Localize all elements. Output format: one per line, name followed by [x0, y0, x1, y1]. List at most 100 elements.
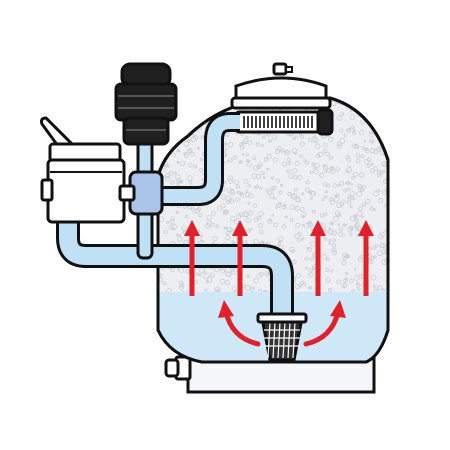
sand-grain [358, 274, 363, 280]
sand-grain [346, 180, 351, 185]
sand-grain [223, 269, 227, 272]
sand-grain [185, 214, 189, 219]
sand-grain [212, 235, 218, 242]
sand-grain [188, 98, 194, 103]
sand-grain [249, 227, 253, 231]
sand-grain [247, 159, 251, 163]
sand-grain [295, 222, 300, 228]
basket-slot [292, 321, 296, 359]
sand-grain [243, 240, 247, 244]
sand-grain [286, 157, 291, 162]
sand-grain [227, 178, 234, 185]
sand-grain [176, 160, 180, 164]
sand-grain [178, 107, 182, 111]
sand-grain [275, 178, 281, 183]
sand-grain [328, 155, 333, 160]
sand-grain [262, 135, 266, 139]
sand-grain [336, 202, 343, 209]
upward-flow-arrow [237, 268, 243, 296]
sand-grain [248, 210, 254, 216]
sand-grain [361, 146, 366, 151]
sand-grain [253, 165, 259, 171]
sand-grain [182, 107, 188, 113]
sand-grain [158, 162, 161, 167]
sand-grain [159, 273, 163, 277]
sand-grain [377, 146, 382, 150]
sand-grain [203, 98, 209, 102]
sand-grain [332, 183, 338, 189]
sand-grain [381, 120, 386, 125]
sand-grain [299, 207, 305, 212]
sand-grain [165, 173, 171, 179]
sand-grain [383, 98, 388, 100]
sand-grain [226, 271, 232, 277]
pump-unit [114, 62, 178, 146]
sand-grain [349, 232, 353, 236]
sand-grain [271, 214, 275, 217]
sand-grain [299, 154, 304, 159]
sand-grain [293, 187, 298, 192]
sand-grain [321, 253, 327, 260]
sand-grain [367, 113, 371, 118]
sand-grain [352, 171, 358, 177]
sand-grain [337, 232, 343, 237]
sand-grain [331, 250, 337, 256]
sand-grain [179, 160, 186, 167]
sand-grain [347, 127, 352, 132]
sand-grain [362, 100, 367, 106]
sand-grain [339, 202, 344, 207]
sand-grain [349, 191, 355, 197]
sand-grain [253, 217, 259, 222]
sand-grain [308, 220, 312, 225]
basket-slot [282, 321, 286, 359]
sand-grain [168, 224, 174, 230]
sand-grain [364, 147, 369, 151]
sand-grain [198, 273, 202, 277]
sand-grain [260, 144, 264, 148]
sand-grain [368, 130, 373, 135]
sand-grain [197, 206, 202, 212]
sand-grain [243, 178, 249, 184]
sand-grain [307, 247, 313, 253]
upward-flow-arrow [232, 220, 248, 296]
sand-grain [241, 153, 245, 156]
sand-grain [172, 227, 176, 231]
sand-grain [220, 203, 226, 209]
sand-grain [296, 238, 301, 243]
sand-grain [177, 234, 181, 237]
sand-grain [381, 249, 387, 255]
sand-grain [305, 180, 310, 185]
sand-grain [322, 148, 328, 154]
sand-grain [282, 205, 287, 210]
multiport-valve [40, 116, 136, 224]
sand-grain [363, 139, 367, 143]
sand-grain [336, 212, 341, 217]
sand-grain [327, 136, 334, 143]
sand-grain [281, 224, 286, 229]
sand-grain [301, 223, 305, 227]
sand-grain [317, 151, 324, 158]
sand-grain [325, 151, 330, 157]
sand-grain [343, 133, 347, 137]
sand-grain [368, 138, 373, 143]
sand-grain [376, 169, 382, 175]
sand-grain [355, 153, 361, 158]
sand-grain [377, 285, 383, 291]
sand-grain [245, 189, 249, 193]
sand-grain [349, 114, 356, 120]
sand-grain [216, 205, 222, 211]
sand-grain [334, 194, 338, 198]
curved-flow-arrow-left [218, 300, 261, 347]
sand-grain [266, 153, 272, 159]
sand-grain [268, 192, 275, 199]
sand-grain [180, 113, 184, 117]
sand-grain [338, 227, 343, 232]
sand-grain [211, 98, 217, 104]
upper-diffuser [234, 108, 334, 136]
sand-grain [233, 219, 239, 225]
sand-grain [278, 202, 282, 206]
sand-grain [193, 135, 199, 141]
sand-grain [161, 152, 165, 156]
sand-grain [359, 187, 365, 193]
sand-grain [360, 215, 364, 219]
